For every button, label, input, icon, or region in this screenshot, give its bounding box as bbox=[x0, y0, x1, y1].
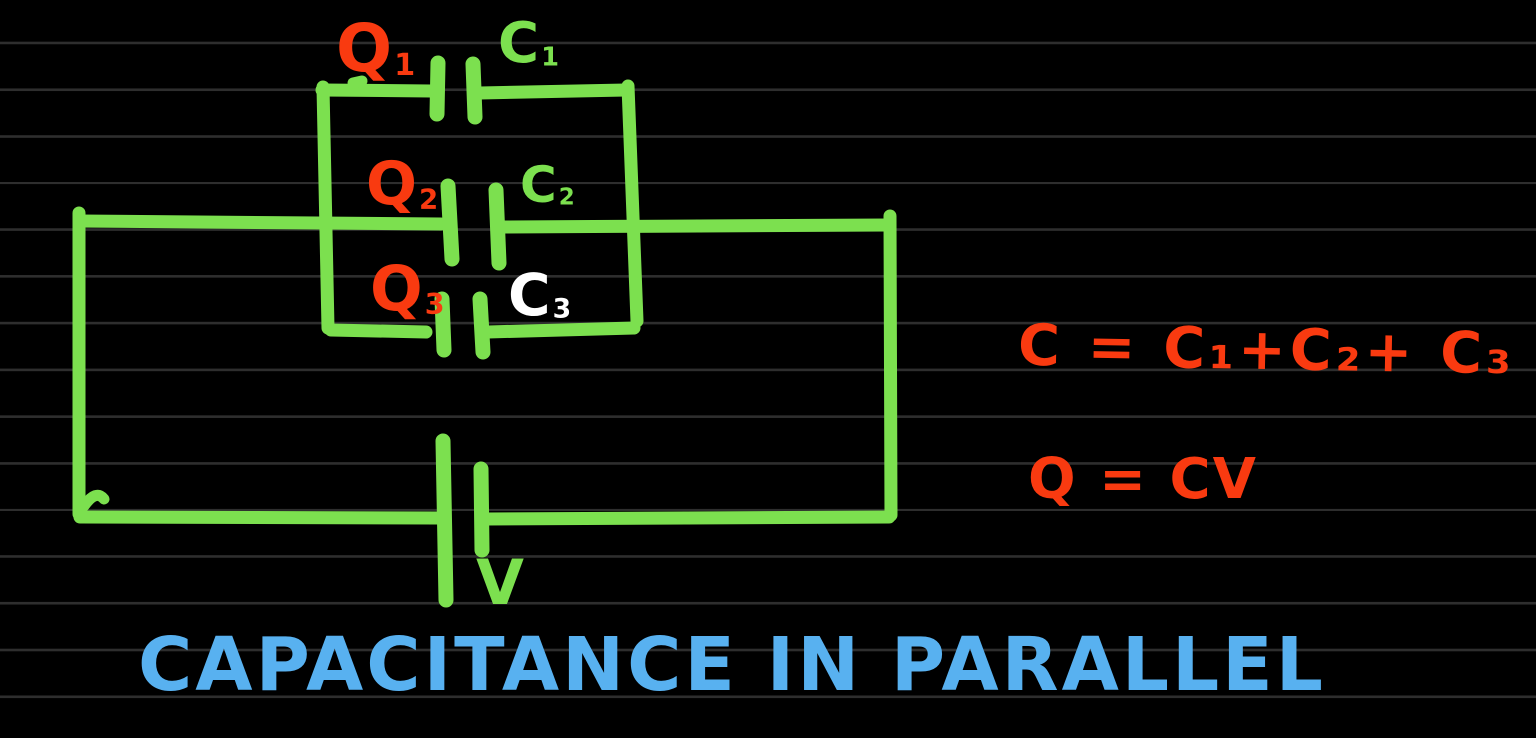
capacitor-c3-plate-right bbox=[472, 291, 491, 360]
label-c3-base: C bbox=[508, 261, 551, 329]
label-q1: Q 1 bbox=[336, 16, 415, 82]
label-c2: C 2 bbox=[520, 160, 575, 210]
capacitor-c1-plate-right bbox=[465, 56, 483, 125]
wire-outer-right bbox=[883, 209, 898, 522]
label-c3: C 3 bbox=[508, 266, 571, 324]
label-battery-voltage-base: V bbox=[476, 546, 524, 619]
wire-inner-bus-left bbox=[316, 80, 335, 335]
capacitor-c1-plate-left bbox=[429, 55, 446, 122]
board-title: CAPACITANCE IN PARALLEL bbox=[138, 622, 1326, 708]
label-q3-base: Q bbox=[370, 252, 423, 325]
wire-top-row-bump bbox=[347, 75, 368, 89]
label-c3-sub: 3 bbox=[552, 293, 572, 325]
component-plates bbox=[429, 55, 507, 608]
label-c2-sub: 2 bbox=[558, 184, 575, 211]
wire-bottom-right bbox=[479, 510, 896, 526]
label-battery-voltage: V bbox=[476, 552, 524, 614]
wire-top-row-left bbox=[315, 83, 438, 98]
label-c1-sub: 1 bbox=[541, 42, 560, 73]
capacitor-c2-plate-left bbox=[440, 178, 460, 267]
wire-top-row-right bbox=[473, 83, 633, 100]
label-q1-sub: 1 bbox=[394, 47, 416, 83]
wire-bottom-left bbox=[73, 510, 444, 525]
label-c1-base: C bbox=[498, 11, 540, 76]
capacitor-c3-plate-left bbox=[434, 291, 452, 358]
label-q2-sub: 2 bbox=[419, 182, 439, 216]
formula-charge: Q = CV bbox=[1028, 447, 1258, 512]
battery-plate-short bbox=[473, 461, 490, 558]
wire-bottom-row-right bbox=[481, 321, 641, 339]
label-q1-base: Q bbox=[336, 10, 393, 87]
wire-bottom-row-left bbox=[324, 323, 433, 339]
label-c1: C 1 bbox=[498, 16, 559, 72]
wire-corner-hook bbox=[78, 489, 110, 512]
label-q3-sub: 3 bbox=[424, 287, 445, 321]
label-c2-base: C bbox=[520, 156, 557, 214]
formula-capacitance-sum: C = C₁+C₂+ C₃ bbox=[1017, 312, 1516, 388]
wire-middle-row-right bbox=[496, 218, 895, 234]
wire-inner-bus-right bbox=[621, 79, 644, 328]
circuit-wires bbox=[72, 75, 898, 526]
capacitor-c2-plate-right bbox=[488, 182, 507, 271]
label-q3: Q 3 bbox=[370, 258, 445, 320]
label-q2: Q 2 bbox=[366, 154, 438, 214]
battery-plate-long bbox=[435, 433, 454, 608]
label-q2-base: Q bbox=[366, 149, 418, 219]
wire-middle-row-left bbox=[72, 214, 448, 231]
